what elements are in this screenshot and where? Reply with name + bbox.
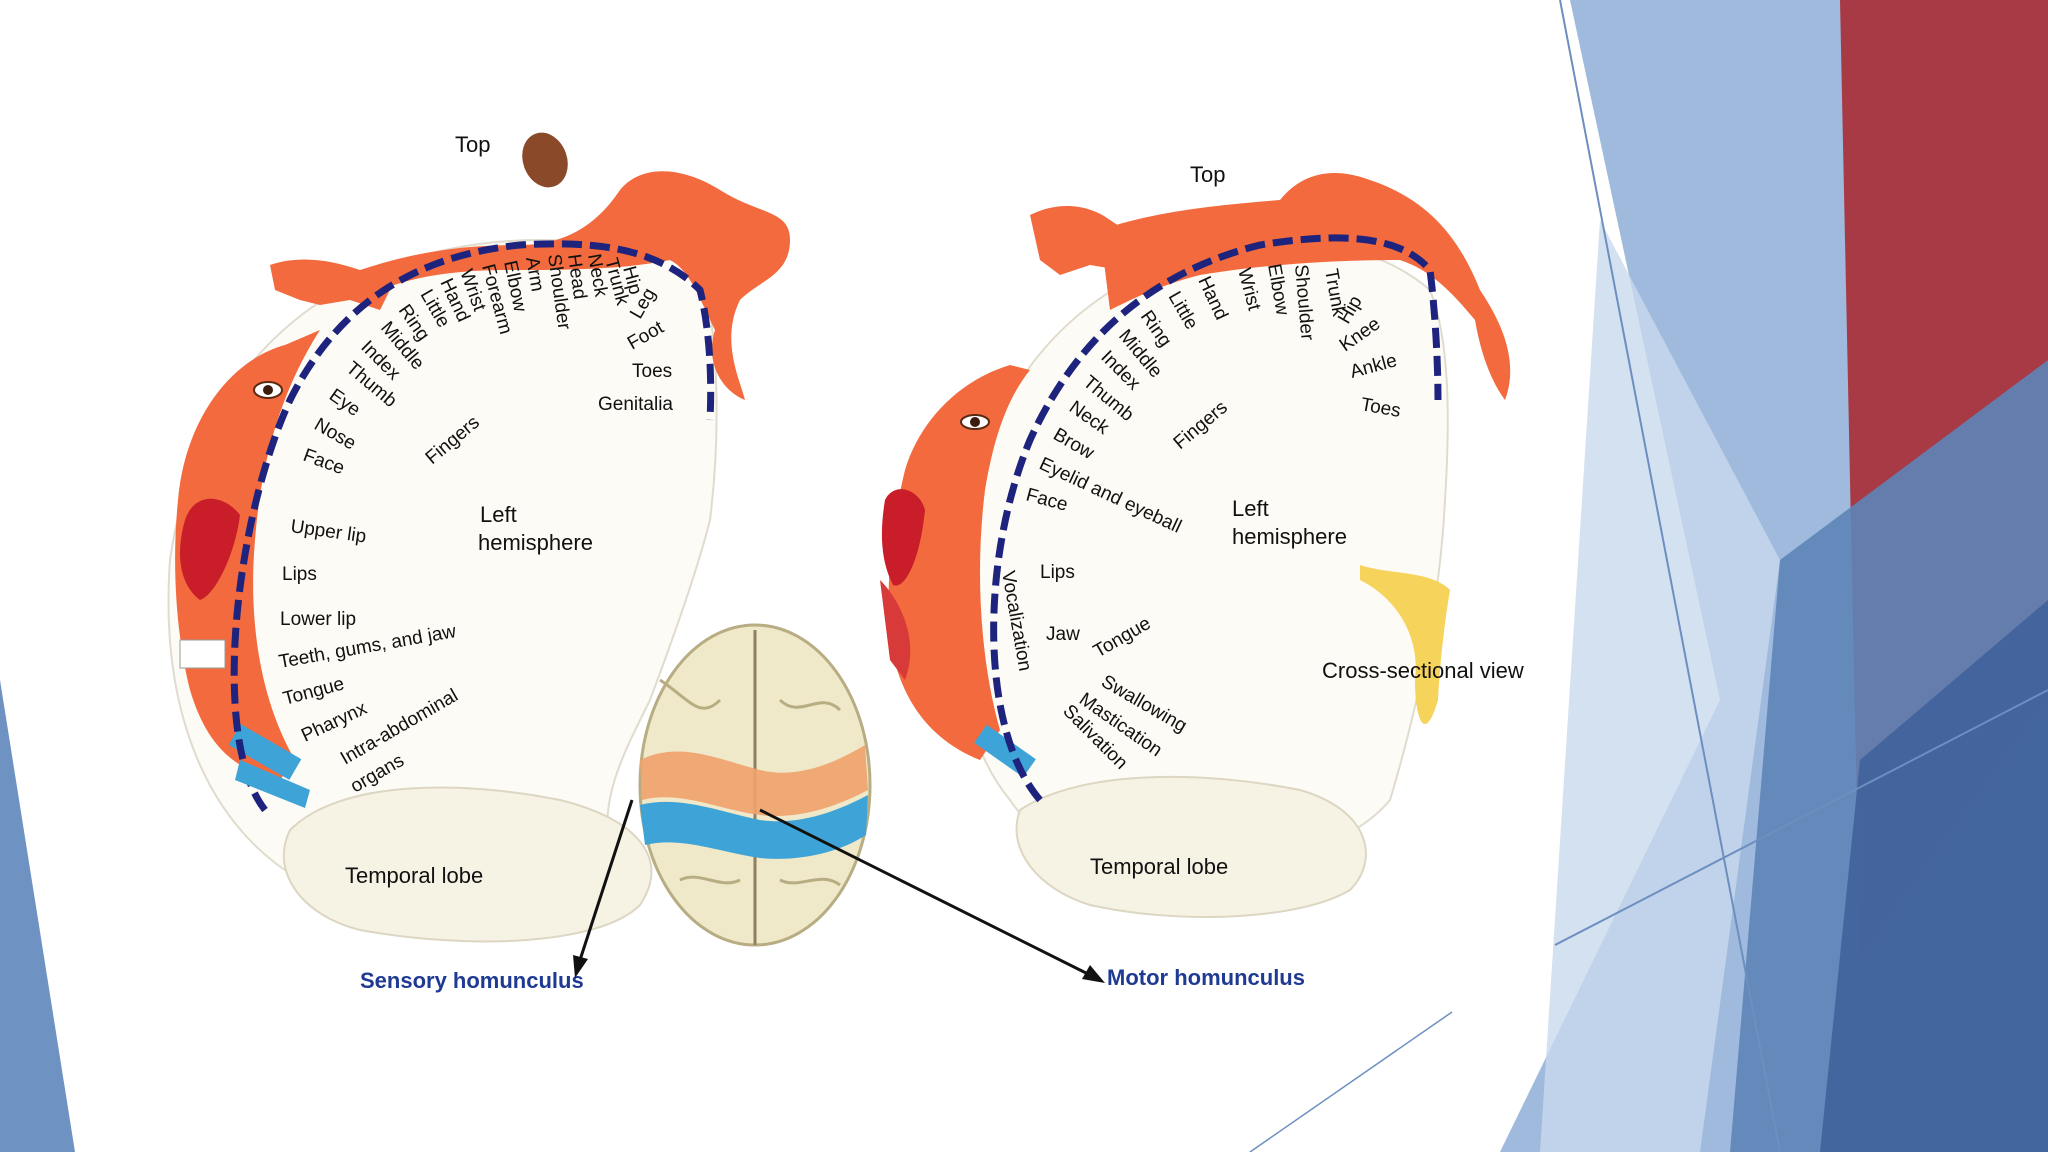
motor-temporal-label: Temporal lobe	[1090, 854, 1228, 879]
cross-section-label: Cross-sectional view	[1322, 658, 1524, 683]
sensory-head-top	[515, 126, 575, 194]
sensory-side-label: Lips	[282, 564, 317, 585]
motor-side-label: Jaw	[1046, 624, 1080, 645]
sensory-hemisphere-label: Left	[480, 502, 517, 527]
motor-top-label: Top	[1190, 162, 1225, 187]
motor-caption: Motor homunculus	[1107, 965, 1305, 990]
theme-left-sliver	[0, 680, 75, 1152]
sensory-radial-label: Toes	[632, 361, 672, 382]
motor-hemisphere-label-2: hemisphere	[1232, 524, 1347, 549]
sensory-radial-label: Genitalia	[598, 394, 673, 415]
sensory-teeth	[180, 640, 225, 668]
sensory-hemisphere-label-2: hemisphere	[478, 530, 593, 555]
sensory-side-label: Lower lip	[280, 609, 356, 630]
sensory-top-label: Top	[455, 132, 490, 157]
theme-thin-line	[1250, 1012, 1452, 1152]
sensory-caption: Sensory homunculus	[360, 968, 584, 993]
motor-hemisphere-label: Left	[1232, 496, 1269, 521]
sensory-temporal-label: Temporal lobe	[345, 863, 483, 888]
temporal-lobe-shape	[1016, 777, 1365, 917]
motor-side-label: Lips	[1040, 562, 1075, 583]
